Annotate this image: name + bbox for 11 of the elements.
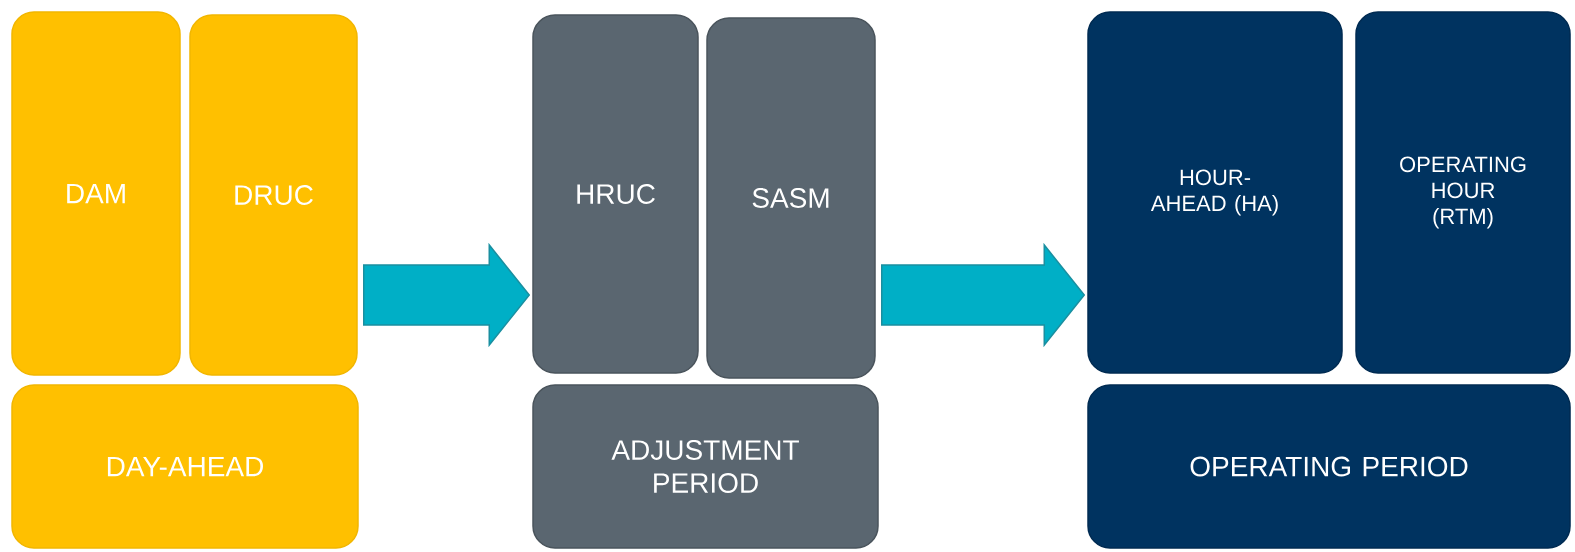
stage-box: DAY-AHEAD bbox=[11, 384, 359, 549]
stage-box: OPERATING PERIOD bbox=[1087, 384, 1571, 549]
stage-box: DAM bbox=[11, 11, 181, 376]
block-arrow bbox=[363, 242, 531, 348]
stage-box: HOUR-AHEAD (HA) bbox=[1087, 11, 1343, 374]
stage-box: DRUC bbox=[189, 14, 358, 376]
stage-box: HRUC bbox=[532, 14, 699, 374]
block-arrow bbox=[881, 242, 1086, 348]
stage-box: ADJUSTMENT PERIOD bbox=[532, 384, 879, 549]
stage-box: SASM bbox=[706, 17, 876, 379]
stage-box: OPERATING HOUR (RTM) bbox=[1355, 11, 1571, 374]
